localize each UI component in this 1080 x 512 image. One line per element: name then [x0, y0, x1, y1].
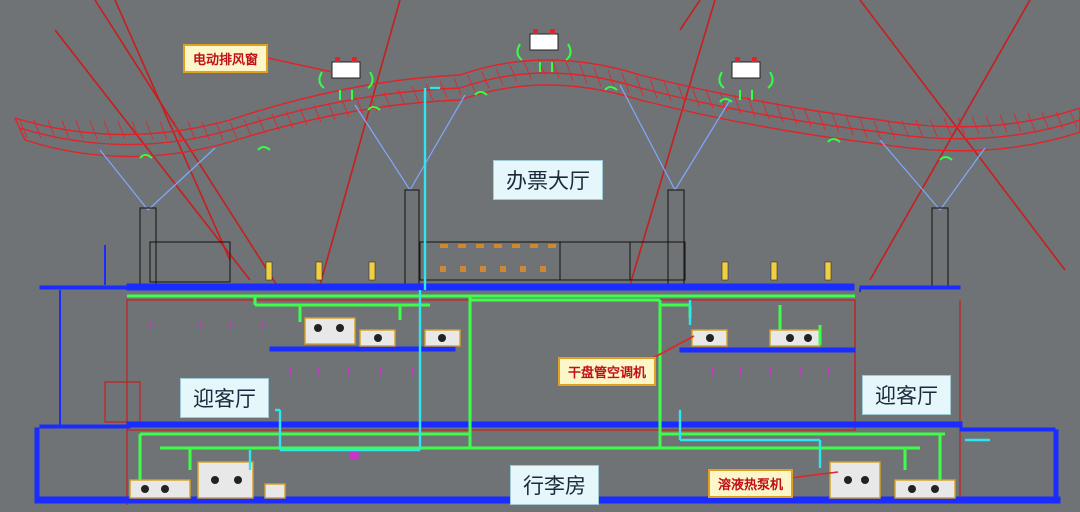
truss-web-member	[873, 120, 882, 141]
truss-web-member	[509, 65, 518, 82]
truss-web-member	[859, 118, 868, 138]
truss-web-member	[1013, 113, 1022, 132]
truss-web-member	[705, 89, 714, 109]
truss-web-member	[719, 91, 728, 112]
truss-web-member	[663, 81, 672, 101]
chilled-pipes	[248, 86, 990, 470]
truss-web-member	[19, 119, 28, 139]
truss-web-member	[635, 76, 644, 96]
truss-web-member	[327, 102, 336, 120]
truss-web-member	[565, 61, 574, 82]
truss-web-member	[957, 117, 966, 136]
label-baggage-room: 行李房	[510, 465, 599, 505]
truss-web-member	[89, 120, 98, 139]
truss-supports	[99, 84, 986, 211]
hall-furniture	[149, 241, 686, 283]
truss-web-member	[187, 121, 196, 140]
truss-web-member	[341, 99, 350, 117]
truss-web-member	[817, 110, 826, 130]
truss-web-member	[467, 74, 476, 92]
truss-web-member	[75, 120, 84, 139]
ceiling-diffusers	[149, 322, 829, 376]
truss-web-member	[677, 83, 686, 104]
truss-web-member	[131, 120, 140, 140]
truss-web-member	[621, 73, 630, 93]
truss-web-member	[733, 94, 742, 115]
truss-web-member	[1041, 112, 1050, 131]
truss-web-member	[481, 71, 490, 89]
truss-web-member	[47, 120, 56, 139]
exhaust-window-units	[318, 29, 774, 100]
truss-web-member	[593, 67, 602, 87]
truss-web-member	[523, 61, 532, 79]
truss-web-member	[201, 121, 210, 140]
building-edges	[59, 245, 861, 425]
truss-web-member	[215, 121, 224, 141]
callout-solution-heat-pump: 溶液热泵机	[708, 469, 794, 498]
truss-web-member	[257, 116, 266, 134]
truss-web	[19, 58, 1078, 141]
fan-symbols	[141, 324, 939, 493]
label-welcome-hall-left: 迎客厅	[180, 378, 269, 418]
truss-web-member	[607, 70, 616, 90]
truss-web-member	[271, 113, 280, 131]
roof-vent-arcs	[139, 86, 953, 161]
exhaust-window	[331, 33, 761, 79]
truss-web-member	[159, 121, 168, 140]
floor-diffusers	[265, 261, 832, 281]
truss-web-member	[943, 118, 952, 136]
truss-web-member	[999, 114, 1008, 133]
truss-web-member	[299, 108, 308, 126]
guide-lines	[54, 0, 1066, 291]
truss-web-member	[453, 78, 462, 95]
truss-web-member	[985, 115, 994, 134]
truss-web-member	[439, 80, 448, 98]
truss-web-member	[229, 121, 238, 139]
truss-web-member	[397, 88, 406, 106]
truss-web-member	[691, 86, 700, 107]
callout-exhaust-window: 电动排风窗	[183, 44, 269, 73]
truss-web-member	[803, 107, 812, 128]
truss-web-member	[971, 116, 980, 135]
truss-web-member	[551, 58, 560, 79]
truss-web-member	[901, 120, 910, 139]
truss-web-member	[103, 120, 112, 140]
truss-web-member	[775, 102, 784, 122]
truss-web-member	[1027, 112, 1036, 131]
truss-web-member	[537, 58, 546, 76]
truss-web-member	[383, 91, 392, 109]
truss-web-member	[425, 83, 434, 101]
label-ticket-hall: 办票大厅	[493, 160, 603, 200]
truss-web-member	[243, 119, 252, 137]
truss-web-member	[411, 86, 420, 104]
truss-web-member	[145, 121, 154, 140]
truss-web-member	[845, 115, 854, 136]
truss-web-member	[1055, 111, 1064, 130]
callout-leaders	[267, 57, 839, 479]
truss-web-member	[747, 97, 756, 117]
truss-web-member	[495, 68, 504, 86]
truss-web-member	[117, 120, 126, 140]
truss-web-member	[649, 78, 658, 99]
truss-web-member	[1069, 110, 1078, 129]
roof-truss	[14, 59, 1080, 158]
truss-web-member	[285, 110, 294, 128]
callout-dry-coil-ac: 干盘管空调机	[558, 357, 657, 386]
truss-web-member	[579, 64, 588, 84]
truss-web-member	[789, 104, 798, 125]
truss-web-member	[761, 99, 770, 120]
truss-web-member	[831, 112, 840, 133]
truss-web-member	[33, 120, 42, 139]
truss-web-member	[313, 105, 322, 123]
truss-web-member	[355, 97, 364, 115]
label-welcome-hall-right: 迎客厅	[862, 375, 951, 415]
truss-web-member	[887, 121, 896, 140]
counters	[440, 244, 556, 272]
truss-web-member	[915, 119, 924, 138]
truss-web-member	[173, 121, 182, 140]
truss-web-member	[61, 120, 70, 139]
truss-web-member	[929, 118, 938, 137]
